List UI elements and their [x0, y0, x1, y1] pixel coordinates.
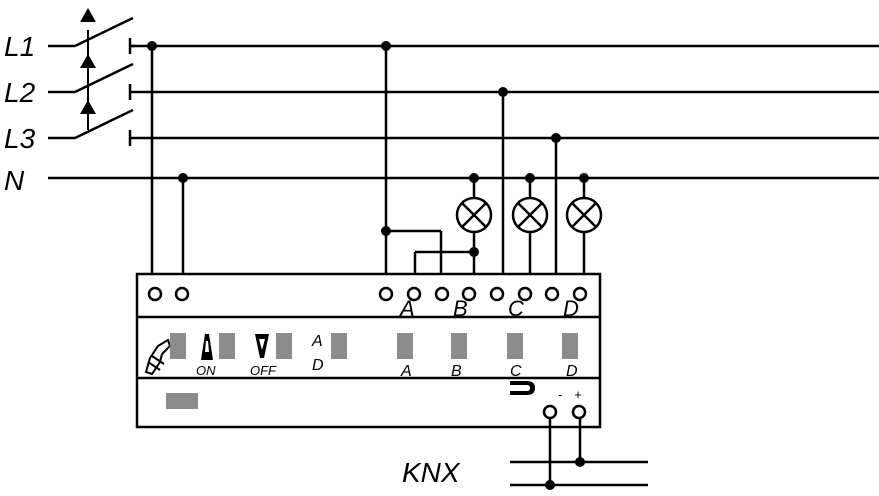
terminal-label-a: A — [398, 296, 415, 321]
channel-d-label: D — [566, 363, 578, 380]
label-n: N — [4, 165, 25, 196]
terminal-label-b: B — [453, 296, 468, 321]
lamp-icon — [511, 196, 549, 234]
breaker-arrow-icon — [80, 8, 96, 22]
channel-b-label: B — [451, 363, 462, 380]
programming-magnet-icon — [510, 381, 535, 395]
lamp-icon — [565, 196, 603, 234]
terminal-row — [147, 286, 588, 302]
off-label: OFF — [250, 363, 277, 378]
lamp-icon — [455, 196, 493, 234]
terminal-n — [174, 286, 190, 302]
terminal-c-out — [517, 286, 533, 302]
terminal-label-d: D — [563, 296, 579, 321]
channel-a-led[interactable] — [397, 333, 413, 359]
channel-c-led[interactable] — [507, 333, 523, 359]
off-button[interactable] — [276, 333, 292, 359]
terminal-a-in — [378, 286, 394, 302]
label-l3: L3 — [4, 123, 36, 154]
on-button[interactable] — [219, 333, 235, 359]
label-l1: L1 — [4, 31, 35, 62]
down-arrow-icon — [255, 334, 269, 358]
terminal-a-out — [406, 286, 422, 302]
channel-select-label-bottom: D — [312, 357, 324, 374]
channel-select-label-top: A — [311, 333, 323, 350]
terminal-b-in — [434, 286, 450, 302]
channel-a-label: A — [400, 363, 412, 380]
bus-plus-label: + — [574, 387, 582, 402]
terminal-c-in — [489, 286, 505, 302]
manual-mode-button[interactable] — [170, 333, 186, 359]
channel-b-led[interactable] — [451, 333, 467, 359]
breaker-switch-group — [48, 8, 135, 146]
label-l2: L2 — [4, 77, 36, 108]
terminal-b-out — [461, 286, 477, 302]
terminal-d-in — [544, 286, 560, 302]
channel-d-led[interactable] — [562, 333, 578, 359]
knx-label: KNX — [402, 457, 461, 488]
channel-c-label: C — [510, 363, 522, 380]
terminal-d-out — [572, 286, 588, 302]
up-arrow-icon — [201, 334, 213, 360]
terminal-l — [147, 286, 163, 302]
channel-select-button[interactable] — [331, 333, 347, 359]
programming-led — [166, 393, 198, 409]
on-label: ON — [196, 363, 216, 378]
terminal-label-c: C — [508, 296, 524, 321]
bus-terminal-plus — [571, 404, 587, 420]
bus-terminal-minus — [542, 404, 558, 420]
bus-minus-label: - — [558, 387, 563, 402]
